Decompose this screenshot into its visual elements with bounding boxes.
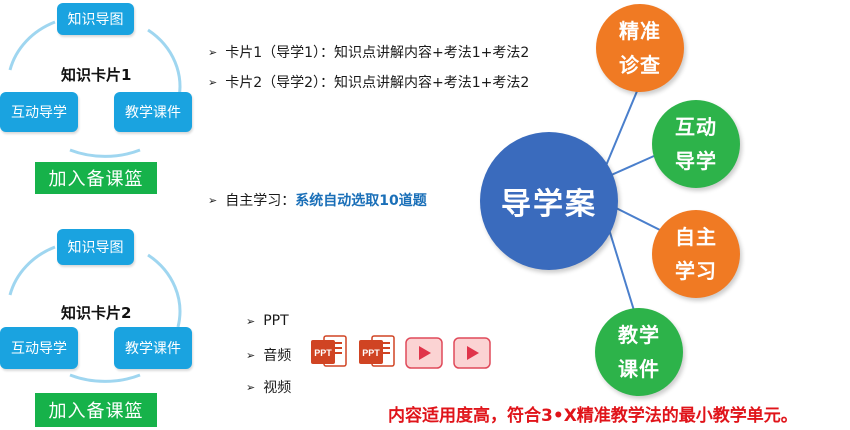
- arrow-bullet-icon: ➢: [246, 314, 256, 328]
- hub-center-node[interactable]: 导学案: [480, 132, 618, 270]
- card2-description-line: ➢ 卡片2（导学2）：知识点讲解内容+考法1+考法2: [208, 75, 530, 91]
- video-play-icon[interactable]: [405, 337, 443, 369]
- media-item-audio: ➢ 音频: [246, 348, 292, 364]
- media-item-ppt: ➢ PPT: [246, 313, 289, 329]
- ppt-icon[interactable]: PPT: [358, 334, 396, 370]
- arrow-bullet-icon: ➢: [246, 348, 256, 362]
- ppt-icon[interactable]: PPT: [310, 334, 348, 370]
- arrow-bullet-icon: ➢: [246, 380, 256, 394]
- card1-add-to-basket-button[interactable]: 加入备课篮: [35, 162, 157, 194]
- hub-node-interactive-guide[interactable]: 互动导学: [652, 100, 740, 188]
- card2-knowledge-map-box[interactable]: 知识导图: [57, 229, 134, 265]
- svg-text:PPT: PPT: [362, 348, 380, 358]
- card1-description-line: ➢ 卡片1（导学1）：知识点讲解内容+考法1+考法2: [208, 45, 530, 61]
- card2-add-to-basket-button[interactable]: 加入备课篮: [35, 393, 157, 427]
- card2-title: 知识卡片2: [61, 304, 132, 322]
- self-study-line: ➢ 自主学习： 系统自动选取10道题: [208, 193, 427, 209]
- card2-interactive-guide-box[interactable]: 互动导学: [0, 327, 78, 369]
- hub-node-courseware[interactable]: 教学课件: [595, 308, 683, 396]
- footer-note: 内容适用度高，符合3•X精准教学法的最小教学单元。: [388, 406, 798, 426]
- arrow-bullet-icon: ➢: [208, 75, 218, 89]
- arrow-bullet-icon: ➢: [208, 193, 218, 207]
- card2-courseware-box[interactable]: 教学课件: [114, 327, 192, 369]
- card2-cycle-arcs: [8, 245, 182, 383]
- hub-node-self-study[interactable]: 自主学习: [652, 210, 740, 298]
- video-play-icon[interactable]: [453, 337, 491, 369]
- svg-text:PPT: PPT: [314, 348, 332, 358]
- card1-interactive-guide-box[interactable]: 互动导学: [0, 92, 78, 132]
- card1-knowledge-map-box[interactable]: 知识导图: [57, 3, 134, 35]
- media-item-video: ➢ 视频: [246, 380, 292, 396]
- card1-title: 知识卡片1: [61, 66, 132, 84]
- arrow-bullet-icon: ➢: [208, 45, 218, 59]
- hub-node-precise-diagnosis[interactable]: 精准诊查: [596, 4, 684, 92]
- card1-courseware-box[interactable]: 教学课件: [114, 92, 192, 132]
